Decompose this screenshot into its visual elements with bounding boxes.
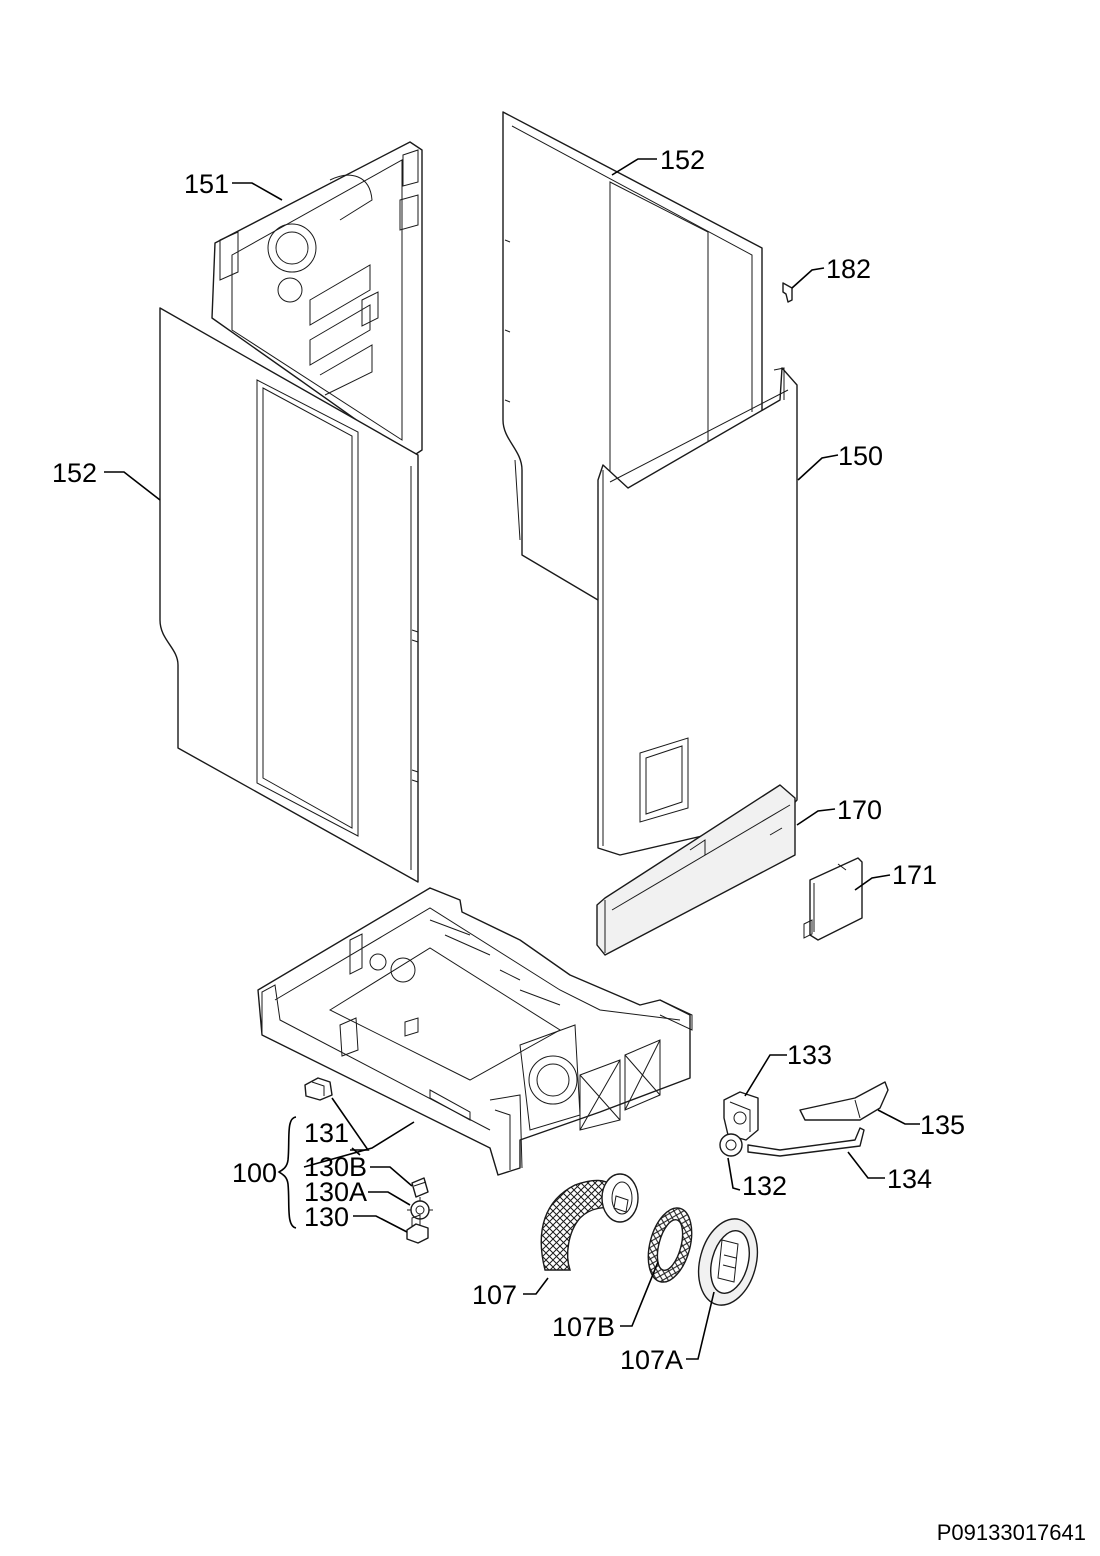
part-107-hose [540, 1173, 639, 1271]
label-130b: 130B [304, 1152, 367, 1182]
label-152-top: 152 [660, 145, 705, 175]
label-182: 182 [826, 254, 871, 284]
part-133-pump-housing [723, 1091, 759, 1141]
part-150-front-panel [597, 367, 798, 856]
part-152-back-panel [502, 111, 763, 601]
part-130-foot [406, 1214, 429, 1244]
part-130b-spacer [411, 1177, 429, 1198]
part-132-impeller [719, 1133, 743, 1157]
part-131-clip [304, 1077, 333, 1101]
part-151-rear-frame [211, 141, 423, 459]
label-152-left: 152 [52, 458, 97, 488]
part-100-base-frame [257, 887, 693, 1176]
part-134-rod [747, 1127, 865, 1157]
label-131: 131 [304, 1118, 349, 1148]
part-labels: 151 152 182 152 150 170 171 133 135 131 … [52, 145, 1086, 1545]
label-151: 151 [184, 169, 229, 199]
part-107a-cap [697, 1218, 759, 1306]
label-171: 171 [892, 860, 937, 890]
part-152-left-side-panel [159, 307, 419, 883]
label-107: 107 [472, 1280, 517, 1310]
label-130a: 130A [304, 1177, 367, 1207]
part-130a-gear [407, 1197, 433, 1223]
part-135-lever [799, 1081, 889, 1121]
label-134: 134 [887, 1164, 932, 1194]
label-133: 133 [787, 1040, 832, 1070]
label-150: 150 [838, 441, 883, 471]
label-107a: 107A [620, 1345, 683, 1375]
label-132: 132 [742, 1171, 787, 1201]
label-170: 170 [837, 795, 882, 825]
part-107b-seal-ring [647, 1207, 693, 1283]
part-171-cover-flap [803, 857, 863, 941]
leader-lines [104, 158, 920, 1360]
label-100: 100 [232, 1158, 277, 1188]
label-130: 130 [304, 1202, 349, 1232]
label-107b: 107B [552, 1312, 615, 1342]
reference-code: P09133017641 [937, 1520, 1086, 1545]
label-135: 135 [920, 1110, 965, 1140]
part-170-kick-plate [596, 784, 796, 956]
part-182-clip [782, 282, 793, 303]
